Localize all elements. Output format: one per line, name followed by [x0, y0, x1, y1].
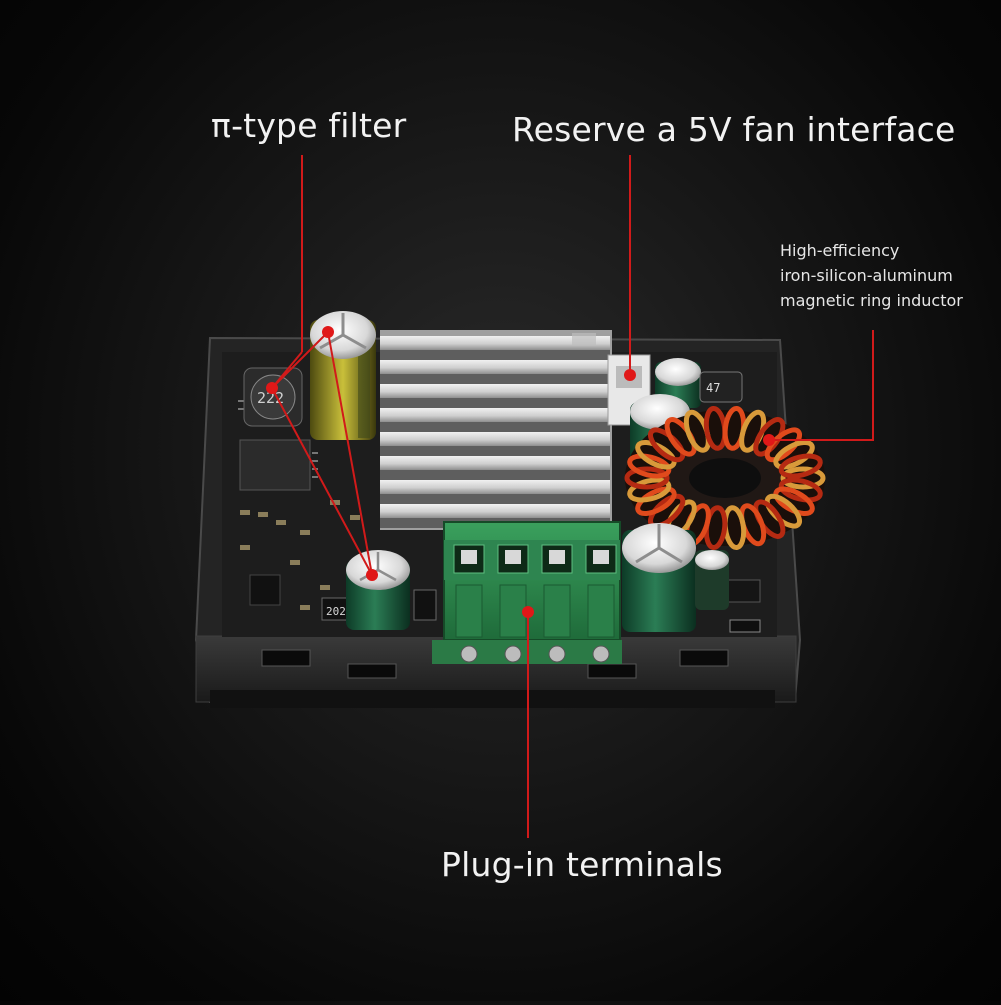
toroid-winding — [780, 466, 826, 490]
case-notch — [347, 663, 397, 679]
heatsink-fin — [380, 432, 610, 446]
terminal-slot — [585, 544, 617, 574]
terminal-contact — [505, 550, 521, 564]
heatsink-fin-gap — [380, 470, 610, 480]
toroid-winding — [624, 466, 670, 490]
capacitor-large-left — [310, 311, 376, 440]
heatsink-fin — [380, 408, 610, 422]
terminal-block — [432, 521, 622, 664]
heatsink-fin-gap — [380, 374, 610, 384]
heatsink-fin-gap — [380, 446, 610, 456]
heatsink-fin — [380, 336, 610, 350]
heatsink-fin-gap — [380, 350, 610, 360]
terminal-ridge — [543, 584, 571, 638]
callout-dot — [366, 569, 378, 581]
toroid-winding — [773, 486, 815, 516]
heatsink — [380, 330, 612, 530]
heatsink-fin-gap — [380, 422, 610, 432]
terminal-screw — [504, 645, 522, 663]
callout-line-pi-cap — [327, 331, 373, 576]
callout-inductor-line-2: iron-silicon-aluminum — [780, 266, 953, 285]
callout-inductor: High-efficiency iron-silicon-aluminum ma… — [780, 238, 963, 313]
heatsink-fin — [380, 360, 610, 374]
terminal-ridge — [455, 584, 483, 638]
resistor-202-mark: 202 — [326, 605, 346, 618]
callout-dot — [624, 369, 636, 381]
terminal-screw — [460, 645, 478, 663]
heatsink-fin — [380, 384, 610, 398]
callout-dot — [763, 434, 775, 446]
case-notch — [679, 649, 729, 667]
terminal-screw — [592, 645, 610, 663]
callout-dot — [322, 326, 334, 338]
case-notch — [261, 649, 311, 667]
terminal-contact — [593, 550, 609, 564]
capacitor-large-right — [622, 523, 729, 632]
callout-inductor-line-3: magnetic ring inductor — [780, 291, 963, 310]
toroid-winding — [627, 477, 672, 503]
inductor-small: 222 — [243, 367, 303, 427]
toroid-winding — [635, 440, 677, 470]
terminal-screw — [548, 645, 566, 663]
inductor-small-mark: 222 — [257, 389, 284, 407]
toroid-winding — [778, 477, 823, 503]
heatsink-fin — [380, 504, 610, 518]
cap-right-mark: 47 — [706, 381, 720, 395]
callout-line-inductor — [769, 330, 874, 441]
callout-dot — [522, 606, 534, 618]
case-notch — [587, 663, 637, 679]
heatsink-fin — [380, 480, 610, 494]
terminal-contact — [461, 550, 477, 564]
toroid-winding — [778, 453, 823, 479]
capacitor-small-left — [346, 550, 410, 630]
callout-terminals: Plug-in terminals — [441, 845, 723, 884]
heatsink-fin — [380, 456, 610, 470]
toroid-winding — [627, 453, 672, 479]
terminal-contact — [549, 550, 565, 564]
callout-fan-interface: Reserve a 5V fan interface — [512, 110, 956, 149]
callout-pi-filter: π-type filter — [211, 106, 407, 145]
toroid-winding — [635, 486, 677, 516]
callout-inductor-line-1: High-efficiency — [780, 241, 900, 260]
toroid-winding — [764, 427, 802, 463]
callout-dot — [266, 382, 278, 394]
toroid-inductor — [624, 405, 826, 551]
terminal-ridge — [499, 584, 527, 638]
toroid-winding — [773, 440, 815, 470]
terminal-ridge — [587, 584, 615, 638]
heatsink-fin-gap — [380, 494, 610, 504]
callout-dots — [266, 326, 775, 618]
heatsink-fin-gap — [380, 398, 610, 408]
callout-line-pi-inductor — [271, 387, 373, 576]
